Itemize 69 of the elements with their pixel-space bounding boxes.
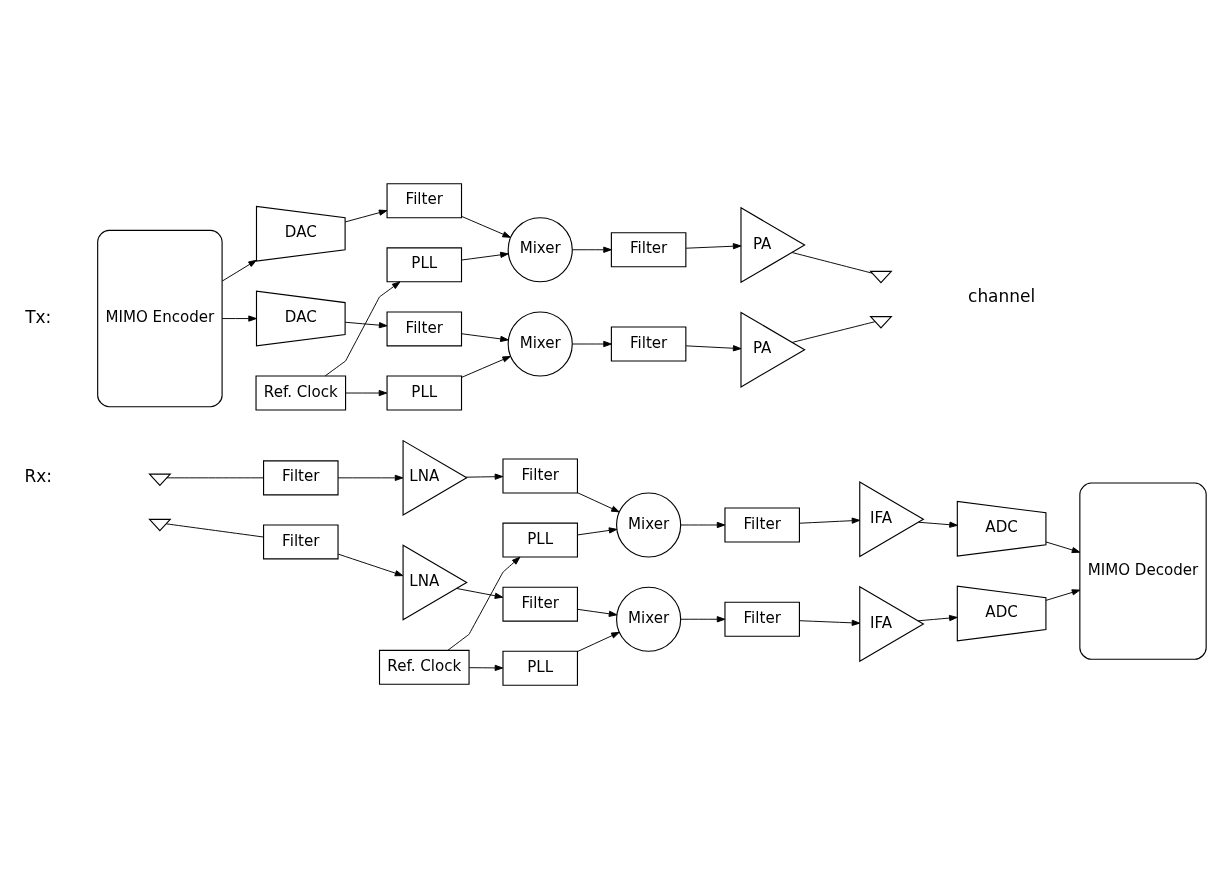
node-circle: Mixer [616, 586, 682, 652]
node-antenna [148, 473, 172, 487]
node-circle: Mixer [616, 492, 682, 558]
node-box: Filter [386, 183, 463, 219]
node-box: PLL [386, 375, 463, 411]
node-box: PLL [386, 247, 463, 283]
arrow [461, 355, 511, 378]
arrow [447, 556, 521, 651]
arrow [799, 517, 861, 524]
label: Rx: [24, 466, 53, 487]
node-box: PLL [502, 650, 578, 686]
arrow [1045, 589, 1081, 601]
node-box: Filter [610, 326, 687, 362]
node-antenna [148, 518, 172, 532]
connector [165, 523, 265, 538]
node-box: PLL [502, 522, 578, 558]
arrow [577, 608, 618, 617]
node-box: ADC [956, 500, 1047, 557]
node-box: MIMO Encoder [97, 229, 223, 408]
arrow [461, 215, 511, 238]
node-box: ADC [956, 585, 1047, 642]
node-box: Filter [386, 311, 463, 347]
arrow [337, 474, 404, 481]
arrow [456, 588, 504, 599]
node-antenna [869, 316, 893, 329]
arrow [344, 321, 388, 329]
arrow [680, 521, 726, 529]
node-box: DAC [255, 290, 346, 347]
node-box: Filter [263, 460, 339, 496]
node-circle: Mixer [507, 311, 573, 377]
arrow [917, 614, 958, 622]
node-box: DAC [255, 205, 346, 262]
connector [791, 321, 876, 343]
connector [166, 477, 264, 479]
arrow [461, 251, 509, 261]
node-circle: Mixer [507, 217, 573, 283]
connector [791, 252, 873, 274]
arrow [221, 315, 257, 322]
arrow [685, 243, 742, 250]
node-box: Filter [724, 507, 800, 543]
arrow [345, 389, 388, 397]
arrow [1045, 541, 1081, 554]
label: channel [968, 285, 1036, 306]
node-box: Filter [502, 458, 578, 494]
node-box: MIMO Decoder [1079, 482, 1207, 660]
arrow [577, 527, 618, 536]
arrow [344, 209, 388, 223]
arrow [324, 281, 401, 377]
arrow [572, 246, 612, 253]
arrow [577, 631, 620, 652]
node-box: Ref. Clock [255, 375, 347, 411]
arrow [918, 521, 958, 528]
arrow [577, 492, 620, 513]
arrow [465, 473, 504, 480]
arrow [572, 340, 612, 348]
arrow [685, 345, 742, 352]
arrow [680, 616, 726, 623]
node-box: Filter [502, 586, 578, 622]
arrow [221, 259, 257, 282]
node-box: Filter [263, 524, 339, 560]
node-box: Ref. Clock [378, 649, 470, 685]
arrow [468, 664, 504, 671]
arrow [337, 553, 404, 577]
node-box: Filter [724, 601, 800, 637]
node-box: Filter [610, 232, 687, 268]
arrow [461, 333, 509, 342]
label: Tx: [25, 306, 52, 327]
arrow [799, 619, 861, 626]
node-antenna [869, 270, 893, 284]
